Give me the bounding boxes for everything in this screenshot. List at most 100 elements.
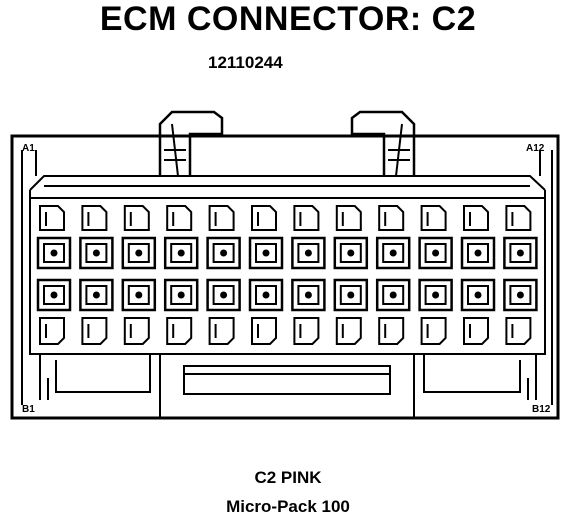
cavity-row-b xyxy=(121,278,157,312)
cavity-row-a xyxy=(79,236,114,270)
cavity-row-b-pin xyxy=(389,291,397,299)
cavity-row-a xyxy=(333,236,369,270)
connector-title: ECM CONNECTOR: C2 xyxy=(99,0,477,38)
cavity-row-a-inner xyxy=(339,243,362,263)
cavity-row-a-inner xyxy=(297,243,320,263)
cavity-row-a-pin xyxy=(347,249,355,257)
cavity-row-a-inner xyxy=(85,243,108,263)
cavity-row-b xyxy=(375,278,411,312)
cavity-latch-bottom xyxy=(39,317,65,345)
cavity-row-b-pin xyxy=(92,291,100,299)
cavity-row-a-inner xyxy=(43,243,65,263)
cavity-latch-top xyxy=(123,205,150,231)
left-latch xyxy=(158,110,224,176)
cavity-row-b-inner xyxy=(170,285,193,305)
cavity-row-b xyxy=(333,278,369,312)
cavity-latch-bottom xyxy=(208,317,235,345)
cavity-latch-top xyxy=(463,205,489,231)
pin-label-a12: A12 xyxy=(526,143,545,154)
cavity-latch-bottom xyxy=(123,317,150,345)
cavity-row-b-pin xyxy=(304,291,312,299)
cavity-latch-top xyxy=(420,205,447,231)
cavity-row-b xyxy=(248,278,284,312)
cavity-row-a-pin xyxy=(432,249,440,257)
cavity-row-b xyxy=(460,278,496,312)
connector-type: Micro-Pack 100 xyxy=(226,497,350,516)
cavity-row-b-pin xyxy=(177,291,185,299)
cavity-row-a-pin xyxy=(220,249,228,257)
cavity-row-a-pin xyxy=(135,249,143,257)
cavity-latch-bottom xyxy=(81,317,108,345)
cavity-latch-top xyxy=(166,205,193,231)
cavity-latch-top xyxy=(335,205,362,231)
cavity-row-a xyxy=(291,236,326,270)
cavity-latch-top xyxy=(208,205,235,231)
cavity-row-a-pin xyxy=(177,249,185,257)
cavity-row-b xyxy=(418,278,453,312)
cavity-row-b-pin xyxy=(347,291,355,299)
cavity-row-a-pin xyxy=(92,249,100,257)
cavity-row-b-inner xyxy=(43,285,65,305)
cavity-latch-top xyxy=(293,205,320,231)
cavity-row-b xyxy=(36,278,72,312)
cavity-row-b-inner xyxy=(85,285,108,305)
pin-label-b12: B12 xyxy=(532,404,551,415)
connector-color: C2 PINK xyxy=(254,468,322,487)
cavity-row-b-pin xyxy=(432,291,440,299)
cavity-row-a xyxy=(460,236,496,270)
cavity-row-b-pin xyxy=(50,291,58,299)
right-latch xyxy=(350,110,416,176)
cavity-latch-top xyxy=(251,205,277,231)
cavity-row-b xyxy=(503,278,538,312)
cavity-row-b-inner xyxy=(467,285,489,305)
cavity-row-a-inner xyxy=(382,243,405,263)
cavity-row-a xyxy=(418,236,453,270)
cavity-latch-bottom xyxy=(166,317,193,345)
cavity-row-b-inner xyxy=(339,285,362,305)
cavity-row-a-pin xyxy=(516,249,524,257)
cavity-row-a-pin xyxy=(474,249,482,257)
cavity-row-a-inner xyxy=(127,243,150,263)
cavity-row-b-inner xyxy=(127,285,150,305)
cavity-latch-top xyxy=(39,205,65,231)
cavity-row-b-inner xyxy=(424,285,447,305)
cavity-row-a-pin xyxy=(389,249,397,257)
connector-housing xyxy=(10,134,560,420)
cavity-row-b-pin xyxy=(262,291,270,299)
cavity-row-b-inner xyxy=(212,285,235,305)
key-slot xyxy=(183,365,391,395)
cavity-row-a-inner xyxy=(170,243,193,263)
cavity-row-a xyxy=(163,236,199,270)
cavity-latch-bottom xyxy=(505,317,532,345)
cavity-row-a-inner xyxy=(212,243,235,263)
pin-label-a1: A1 xyxy=(22,143,35,154)
cavity-row-a-pin xyxy=(304,249,312,257)
cavity-row-b-inner xyxy=(382,285,405,305)
cavity-row-a xyxy=(121,236,157,270)
cavity-latch-top xyxy=(81,205,108,231)
cavity-row-a xyxy=(206,236,241,270)
cavity-latch-bottom xyxy=(251,317,277,345)
cavity-row-b-pin xyxy=(220,291,228,299)
cavity-latch-bottom xyxy=(420,317,447,345)
part-number: 12110244 xyxy=(208,53,283,72)
cavity-row-b-inner xyxy=(255,285,277,305)
cavity-row-a-inner xyxy=(424,243,447,263)
cavity-row-a xyxy=(248,236,284,270)
cavity-row-a xyxy=(503,236,538,270)
cavity-row-b xyxy=(206,278,241,312)
cavity-latch-bottom xyxy=(378,317,405,345)
cavity-row-b xyxy=(79,278,114,312)
cavity-row-b-pin xyxy=(474,291,482,299)
cavity-latch-top xyxy=(505,205,532,231)
cavity-row-a-pin xyxy=(262,249,270,257)
cavity-latch-bottom xyxy=(463,317,489,345)
cavity-row-b-inner xyxy=(509,285,532,305)
cavity-latch-bottom xyxy=(293,317,320,345)
cavity-row-a xyxy=(375,236,411,270)
cavity-row-a xyxy=(36,236,72,270)
cavity-row-b xyxy=(163,278,199,312)
cavity-row-b-pin xyxy=(135,291,143,299)
cavity-row-a-inner xyxy=(255,243,277,263)
